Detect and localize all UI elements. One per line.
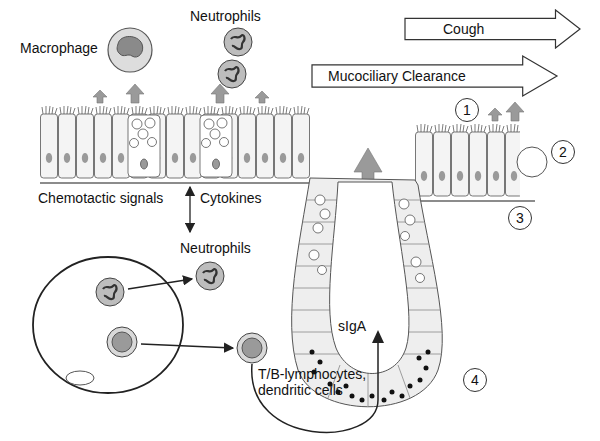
submucosal-gland (360, 398, 365, 403)
callout-number: 1 (455, 98, 479, 122)
flow-arrow: Cough (405, 10, 580, 48)
submucosal-gland (408, 384, 413, 389)
submucosal-gland (418, 378, 423, 383)
signal-label: Cytokines (200, 190, 261, 206)
epithelium-right (415, 124, 520, 199)
goblet-cells (130, 139, 139, 148)
submucosal-gland (315, 195, 325, 205)
submucosal-gland (313, 223, 323, 233)
neutrophil-cells (224, 28, 252, 56)
submucosal-gland (382, 398, 387, 403)
submucosal-gland (417, 356, 422, 361)
neutrophil-cells (96, 278, 124, 306)
cell-label: Neutrophils (180, 240, 251, 256)
goblet-cells (202, 139, 211, 148)
siga-arrow (252, 342, 378, 432)
antibody-label: sIgA (338, 318, 366, 334)
signal-label: Chemotactic signals (38, 190, 163, 206)
signal-arrow (189, 187, 190, 232)
goblet-cells (217, 118, 227, 128)
submucosal-gland (399, 199, 409, 209)
submucosal-gland (370, 394, 375, 399)
submucosal-gland (405, 215, 415, 225)
goblet-cells (128, 115, 232, 177)
submucosal-gland (318, 266, 327, 275)
secretion-arrows (126, 84, 144, 103)
goblet-cells (213, 159, 220, 169)
basement-membrane (40, 182, 310, 184)
arrow-outline (405, 10, 580, 48)
macrophage-cell (117, 37, 143, 58)
submucosal-gland (318, 360, 323, 365)
submucosal-gland (424, 366, 429, 371)
submucosal-gland (350, 394, 355, 399)
callout-number: 4 (463, 368, 487, 392)
submucosal-gland (401, 232, 410, 241)
shed-cell (517, 147, 547, 177)
blood-vessel (66, 371, 94, 385)
migration-arrow (128, 279, 192, 289)
callout-number: 2 (551, 140, 575, 164)
arrow-outline (312, 56, 557, 96)
submucosal-gland (390, 390, 395, 395)
submucosal-gland (344, 384, 349, 389)
siga-arrow (372, 330, 384, 343)
goblet-cells (148, 138, 157, 147)
basement-membrane (415, 200, 535, 202)
secretion-arrows (93, 90, 107, 103)
neutrophil-cell (96, 278, 124, 306)
goblet-cells (138, 129, 148, 139)
submucosal-gland (398, 365, 418, 420)
flow-arrow: Mucociliary Clearance (312, 56, 557, 96)
secretion-arrows (506, 102, 524, 121)
submucosal-gland (309, 250, 319, 260)
blood-vessel (33, 257, 183, 393)
goblet-cells (200, 115, 232, 177)
submucosal-gland (310, 350, 315, 355)
epithelium-left (40, 106, 310, 181)
lymphocyte-cell (237, 333, 267, 363)
cell-label: T/B-lymphocytes, dendritic cells (258, 366, 370, 398)
cell-label: Macrophage (20, 40, 98, 56)
siga-arrow (252, 330, 384, 432)
secretion-arrows (211, 84, 229, 103)
submucosal-gland (400, 394, 405, 399)
arrow-text: Cough (443, 21, 484, 37)
macrophage-cell (108, 28, 152, 72)
blood-vessel (107, 327, 137, 357)
arrow-outline (405, 10, 580, 48)
goblet-cells (141, 159, 148, 169)
blood-vessel (33, 257, 183, 393)
submucosal-gland (320, 209, 330, 219)
epithelium-right (415, 124, 520, 199)
submucosal-gland (309, 195, 425, 283)
goblet-cells (128, 115, 160, 177)
goblet-cells (132, 119, 142, 129)
submucosal-gland (426, 350, 431, 355)
epithelium-left (40, 106, 310, 181)
macrophage-cell (108, 28, 152, 72)
goblet-cells (204, 119, 214, 129)
migration-arrow (141, 344, 233, 348)
goblet-cells (210, 129, 220, 139)
secretion-arrows (255, 91, 269, 103)
cell-label: Neutrophils (190, 8, 261, 24)
secretion-arrows (488, 108, 502, 121)
neutrophil-cells (218, 60, 246, 88)
submucosal-gland (330, 182, 409, 374)
goblet-cells (145, 118, 155, 128)
goblet-cells (220, 138, 229, 147)
submucosal-gland (416, 274, 425, 283)
neutrophil-cells (196, 262, 224, 290)
callout-number: 3 (508, 206, 532, 230)
submucosal-gland (411, 257, 421, 267)
arrow-text: Mucociliary Clearance (328, 68, 466, 84)
